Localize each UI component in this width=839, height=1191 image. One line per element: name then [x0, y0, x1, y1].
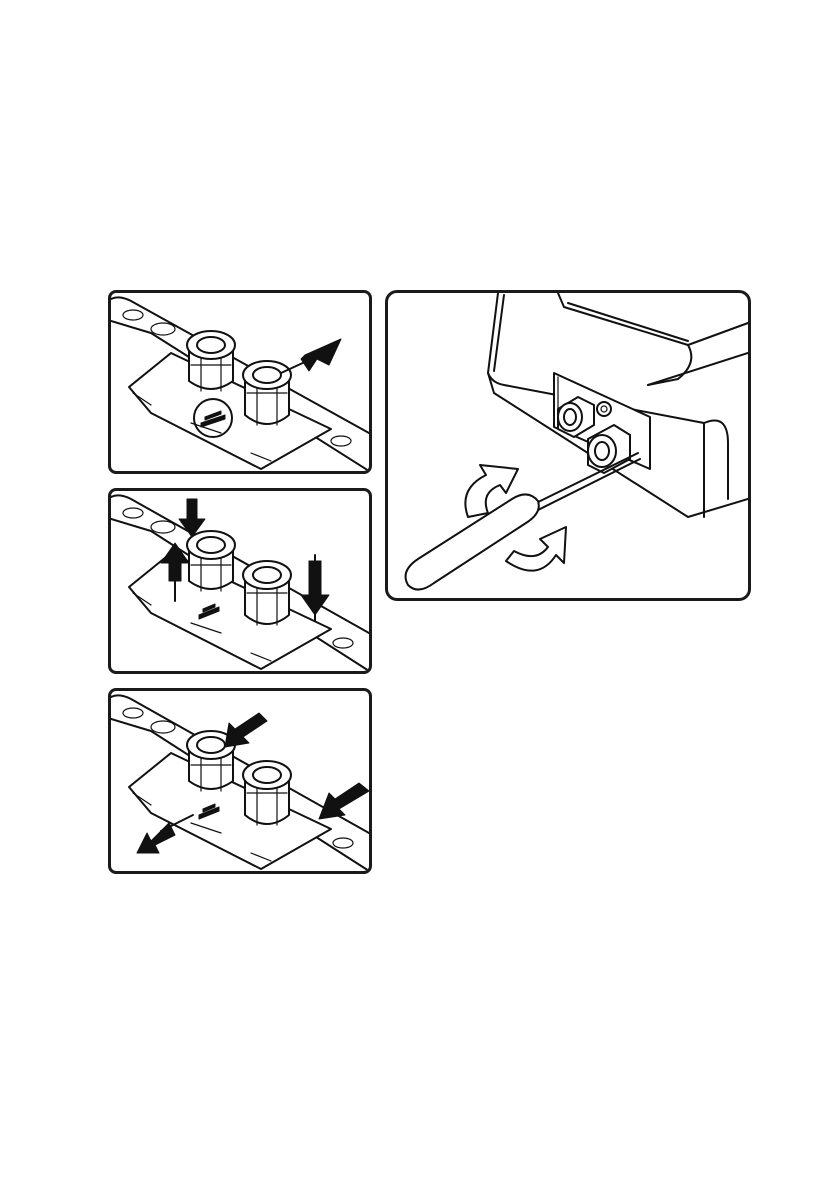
fitting-left: [187, 331, 235, 391]
fitting-right: [243, 761, 291, 825]
arrow-push-in-icon: [225, 713, 267, 747]
step-4-panel: [385, 290, 751, 601]
step-2-illustration: [111, 491, 369, 671]
step-1-illustration: [111, 293, 369, 471]
arrow-push-in-icon: [319, 783, 369, 819]
screw-head-icon: [597, 402, 611, 416]
fitting-left: [187, 531, 235, 591]
step-2-panel: [108, 488, 372, 674]
step-4-illustration: [388, 293, 748, 598]
fitting-right: [243, 361, 291, 425]
arrow-pull-out-icon: [281, 339, 341, 373]
rotate-arrow-icon: [506, 527, 566, 571]
step-1-panel: [108, 290, 372, 474]
arrow-down-icon: [301, 555, 329, 621]
fitting-right: [243, 561, 291, 625]
step-3-illustration: [111, 691, 369, 871]
step-3-panel: [108, 688, 372, 874]
